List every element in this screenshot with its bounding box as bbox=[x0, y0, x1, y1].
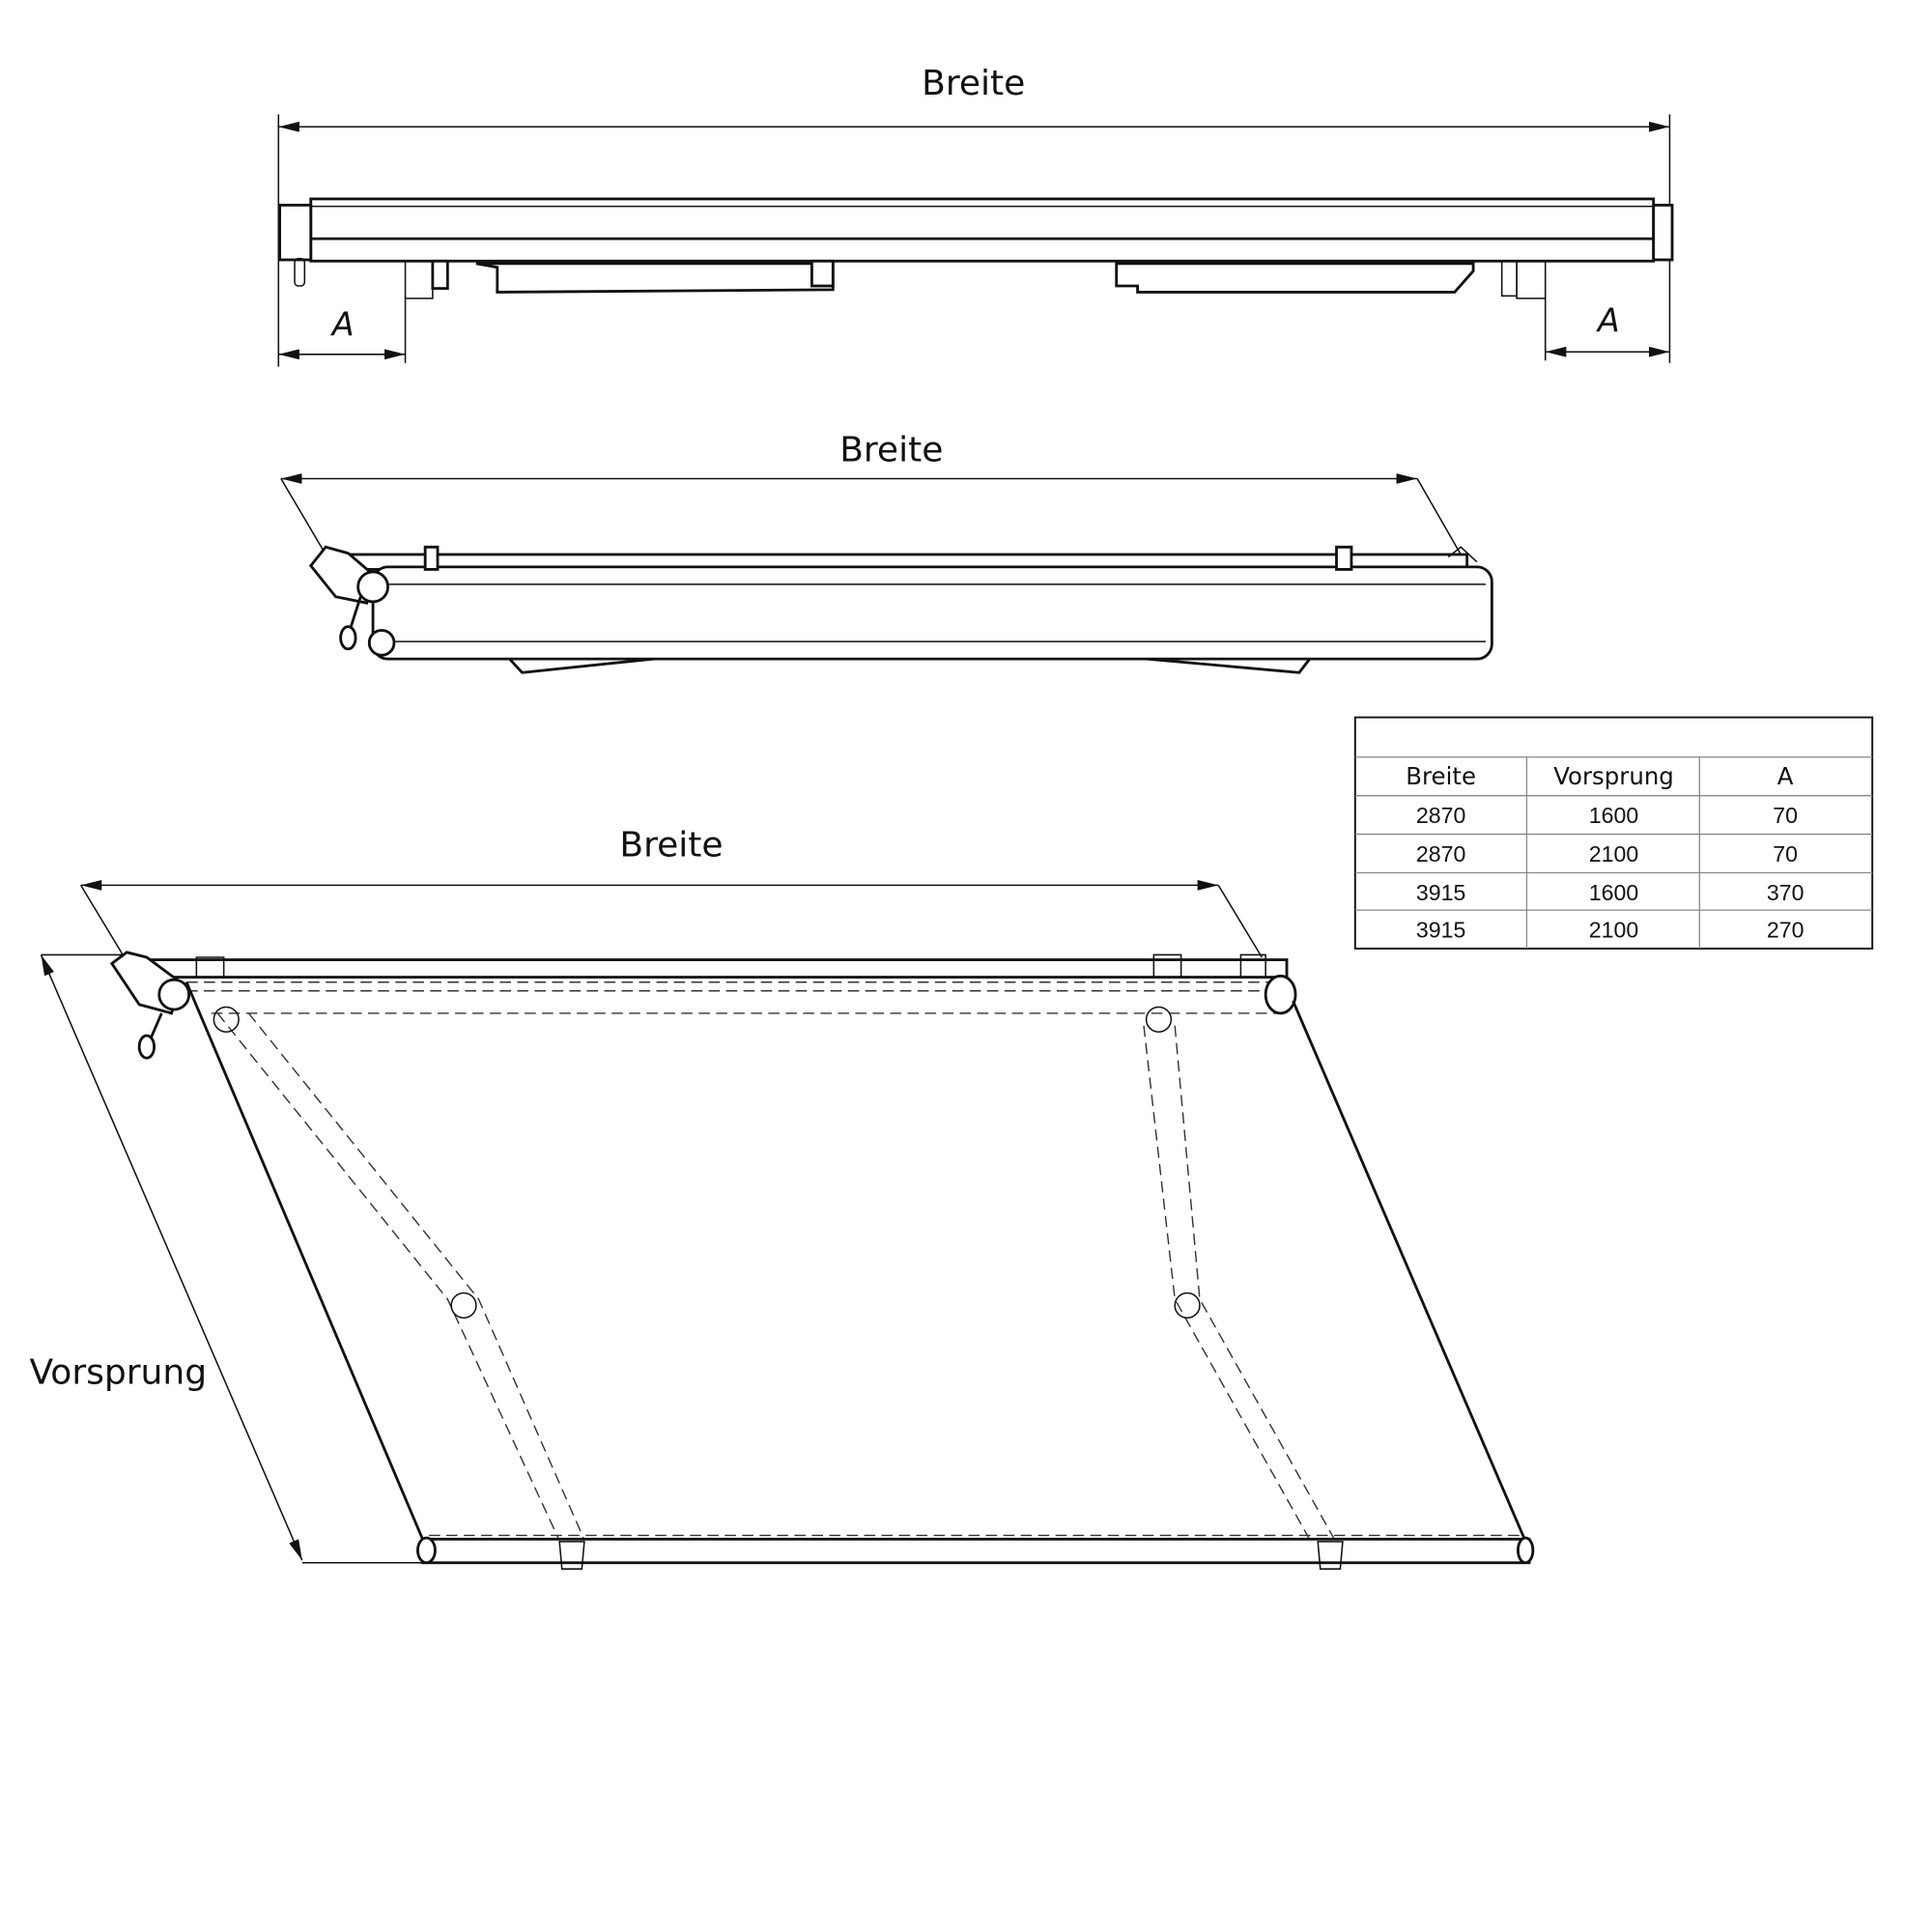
a-label-left: A bbox=[330, 305, 355, 343]
table-cell: 2870 bbox=[1416, 841, 1466, 867]
table-cell: 3915 bbox=[1416, 880, 1466, 905]
table-row: 3915 2100 270 bbox=[1416, 917, 1804, 942]
table-cell: 70 bbox=[1773, 841, 1798, 867]
table-header: Breite bbox=[1406, 762, 1476, 790]
perspective-open-view: Breite Vorsprung bbox=[29, 826, 1535, 1570]
table-header: A bbox=[1777, 762, 1794, 790]
table-cell: 370 bbox=[1767, 880, 1804, 905]
projection-label: Vorsprung bbox=[29, 1352, 207, 1392]
arm-right bbox=[1115, 262, 1475, 294]
table-cell: 2870 bbox=[1416, 803, 1466, 828]
fabric-edge-left bbox=[185, 981, 431, 1555]
top-rail bbox=[128, 958, 1289, 979]
cassette-body bbox=[309, 197, 1656, 263]
width-label: Breite bbox=[839, 430, 943, 469]
table-header: Vorsprung bbox=[1553, 762, 1674, 790]
front-bar bbox=[421, 1537, 1531, 1565]
table-cell: 270 bbox=[1767, 917, 1804, 942]
table-cell: 1600 bbox=[1589, 880, 1639, 905]
table-cell: 70 bbox=[1773, 803, 1798, 828]
table-cell: 3915 bbox=[1416, 917, 1466, 942]
cassette-body bbox=[371, 565, 1493, 661]
table-row: 2870 2100 70 bbox=[1416, 841, 1798, 867]
end-cap-right bbox=[1652, 203, 1674, 262]
width-label: Breite bbox=[922, 64, 1025, 103]
perspective-closed-view: Breite bbox=[280, 430, 1493, 674]
table-cell: 1600 bbox=[1589, 803, 1639, 828]
end-cap-left bbox=[278, 203, 313, 262]
arm-left-dashed bbox=[216, 1012, 567, 1555]
fabric-edge-right bbox=[1292, 1000, 1528, 1546]
arm-left bbox=[475, 262, 835, 294]
top-view: Breite A A bbox=[277, 64, 1674, 367]
table-row: 2870 1600 70 bbox=[1416, 803, 1798, 828]
table-cell: 2100 bbox=[1589, 841, 1639, 867]
table-cell: 2100 bbox=[1589, 917, 1639, 942]
a-label-right: A bbox=[1596, 302, 1620, 340]
projection-dimension-line bbox=[40, 954, 303, 1561]
width-label: Breite bbox=[619, 826, 723, 866]
arm-right-dashed bbox=[1143, 1025, 1319, 1555]
table-row: 3915 1600 370 bbox=[1416, 880, 1804, 905]
dimension-table: Breite Vorsprung A 2870 1600 70 2870 210… bbox=[1353, 716, 1874, 950]
